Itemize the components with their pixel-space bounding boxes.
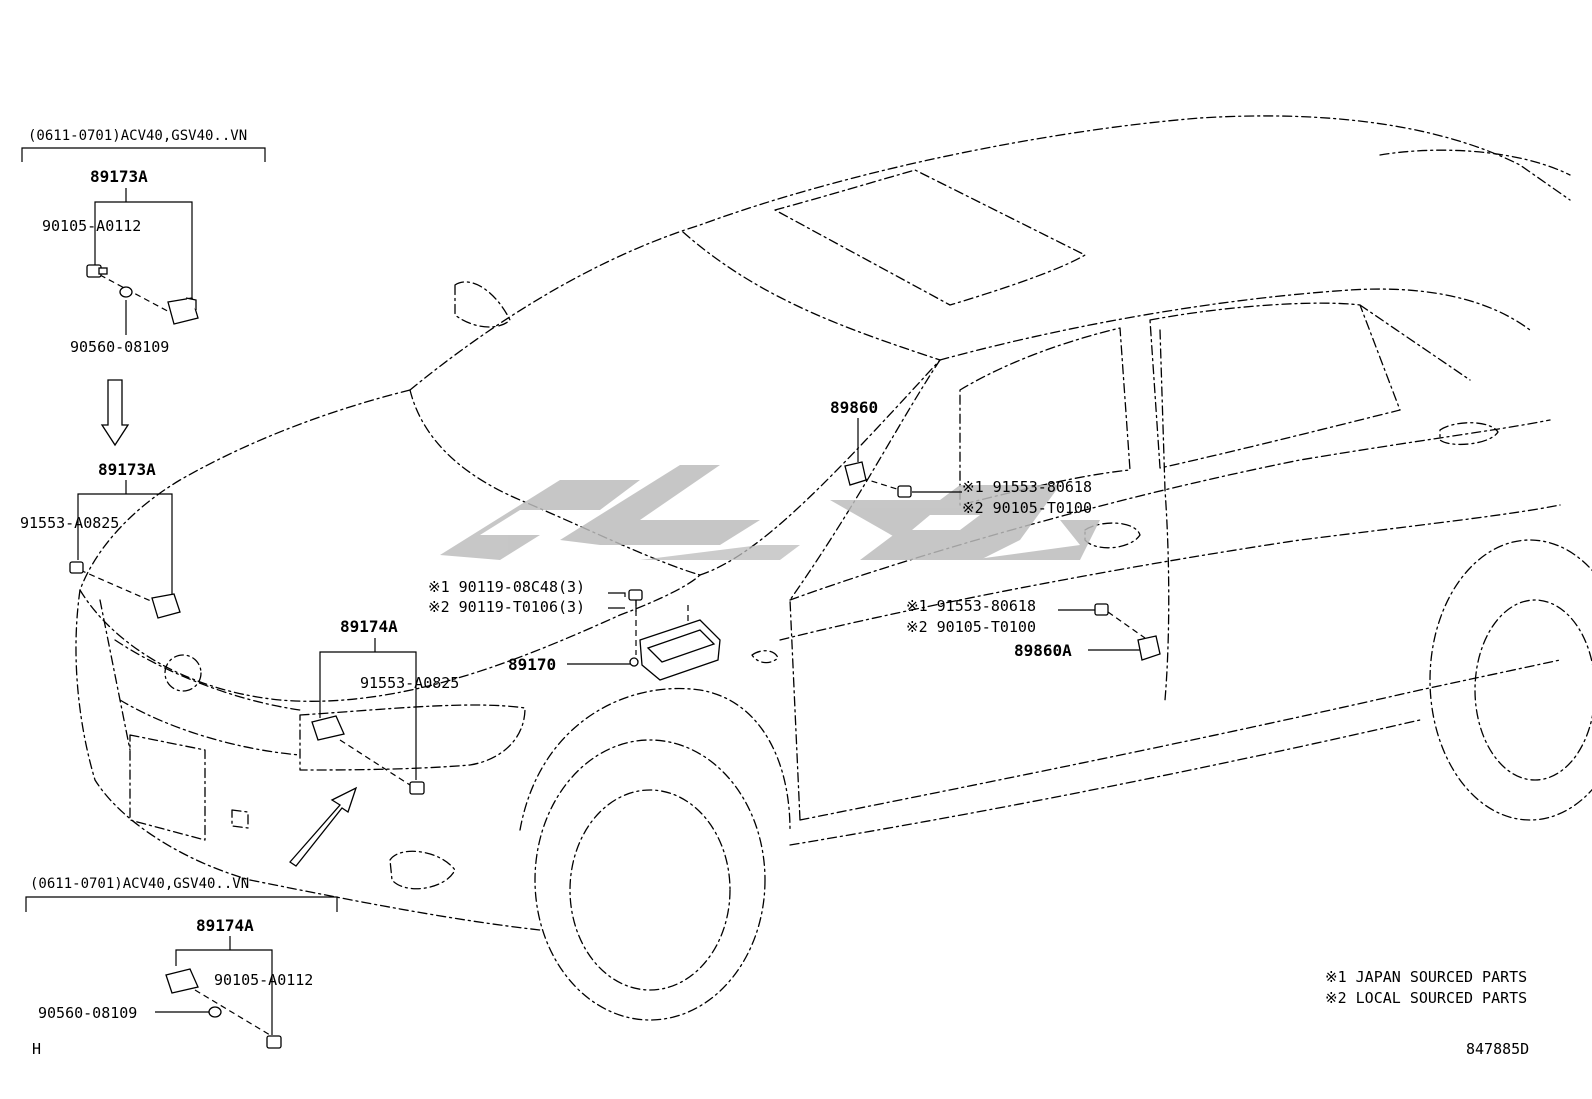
part-number-91553-A0825-mid: 91553-A0825: [360, 674, 459, 692]
variant-bracket-top: [21, 147, 266, 162]
sensor-icon: [165, 968, 199, 994]
group-89860: [844, 418, 962, 498]
bolt-icon: [1094, 603, 1109, 616]
bolt-icon: [69, 561, 84, 574]
group-89173A-top: [86, 188, 199, 335]
sensor-icon: [167, 297, 199, 325]
bolt-icon: [628, 589, 643, 612]
part-number-91553-80618-b: ※1 91553-80618: [906, 597, 1036, 615]
group-89174A-mid: [289, 638, 425, 867]
part-number-89860: 89860: [830, 398, 878, 417]
part-number-89173A-top: 89173A: [90, 167, 148, 186]
part-number-89170: 89170: [508, 655, 556, 674]
group-89170: [567, 589, 721, 681]
group-89173A-mid: [69, 480, 181, 619]
sensor-icon: [311, 715, 345, 741]
group-89860A: [1058, 603, 1161, 661]
sensor-icon: [151, 593, 181, 619]
legend-note-local: ※2 LOCAL SOURCED PARTS: [1325, 989, 1527, 1007]
part-number-91553-A0825-left: 91553-A0825: [20, 514, 119, 532]
legend-note-japan: ※1 JAPAN SOURCED PARTS: [1325, 968, 1527, 986]
part-number-90560-08109-top: 90560-08109: [70, 338, 169, 356]
part-number-90105-T0100-b: ※2 90105-T0100: [906, 618, 1036, 636]
corner-label-left: H: [32, 1040, 41, 1058]
bolt-icon: [266, 1035, 282, 1049]
part-number-91553-80618-a: ※1 91553-80618: [962, 478, 1092, 496]
part-number-90119-08C48: ※1 90119-08C48(3): [428, 578, 585, 596]
variant-header-top: (0611-0701)ACV40,GSV40..VN: [28, 128, 247, 144]
bolt-icon: [409, 781, 425, 795]
part-number-89173A-mid: 89173A: [98, 460, 156, 479]
sensor-icon: [844, 461, 867, 486]
airbag-ecu-icon: [629, 619, 721, 681]
washer-icon: [119, 286, 133, 298]
part-number-89860A: 89860A: [1014, 641, 1072, 660]
part-number-89174A-bottom: 89174A: [196, 916, 254, 935]
drawing-number: 847885D: [1466, 1040, 1529, 1058]
down-arrow-icon: [100, 379, 130, 447]
bolt-icon: [897, 485, 912, 498]
bolt-icon: [86, 264, 108, 278]
variant-bracket-bottom: [25, 896, 338, 912]
car-outline: [75, 115, 1592, 1021]
part-number-89174A-mid: 89174A: [340, 617, 398, 636]
part-number-90105-T0100-a: ※2 90105-T0100: [962, 499, 1092, 517]
pointer-arrow-icon: [289, 786, 358, 867]
part-number-90119-T0106: ※2 90119-T0106(3): [428, 598, 585, 616]
sensor-icon: [1137, 635, 1161, 661]
watermark-logo: [440, 465, 1100, 560]
part-number-90560-08109-bottom: 90560-08109: [38, 1004, 137, 1022]
part-number-90105-A0112-bottom: 90105-A0112: [214, 971, 313, 989]
variant-header-bottom: (0611-0701)ACV40,GSV40..VN: [30, 876, 249, 892]
washer-icon: [208, 1006, 222, 1018]
part-number-90105-A0112-top: 90105-A0112: [42, 217, 141, 235]
group-89174A-bottom: [155, 936, 282, 1049]
